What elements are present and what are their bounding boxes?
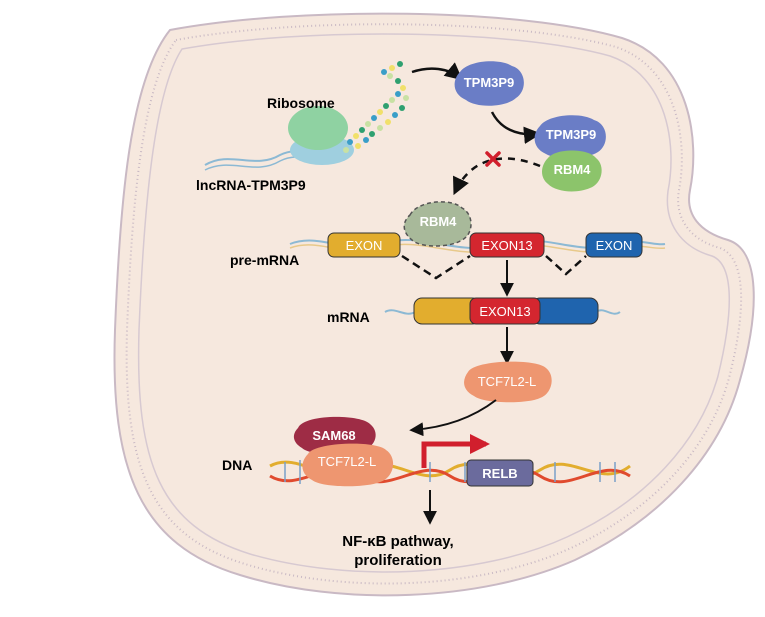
splice-junction-right (545, 255, 587, 276)
inhibition-cross-icon (485, 151, 501, 167)
svg-text:TCF7L2-L: TCF7L2-L (478, 374, 537, 389)
mrna-exon13 (469, 297, 541, 325)
complex-tpm3p9-label: TPM3P9 (546, 127, 597, 142)
tcf7l2-bound: TCF7L2-L (302, 443, 394, 487)
svg-text:RELB: RELB (482, 466, 517, 481)
rbm4-bound: RBM4 (403, 201, 472, 247)
complex-rbm4 (542, 150, 602, 192)
tcf7l2-free: TCF7L2-L (464, 361, 552, 403)
mrna-label: mRNA (327, 309, 370, 325)
outcome-line2: proliferation (354, 552, 442, 569)
lncrna-label: lncRNA-TPM3P9 (196, 177, 306, 193)
svg-text:EXON13: EXON13 (479, 304, 530, 319)
tpm3p9-protein: TPM3P9 (454, 61, 524, 106)
exon-right: EXON (585, 232, 643, 258)
svg-text:EXON: EXON (596, 238, 633, 253)
blocked-arrow (453, 157, 541, 196)
svg-text:TCF7L2-L: TCF7L2-L (318, 454, 377, 469)
tpm3p9-rbm4-complex: TPM3P9 RBM4 (534, 115, 606, 192)
exon-left: EXON (327, 232, 401, 258)
ribosome-large-subunit (288, 106, 348, 150)
transcription-start-arrow (421, 434, 490, 468)
complex-tpm3p9 (534, 115, 606, 159)
translation-arrow (411, 62, 463, 81)
pre-mrna-label: pre-mRNA (230, 252, 299, 268)
exon13-pre: EXON13 (469, 232, 545, 258)
complex-rbm4-label: RBM4 (554, 162, 592, 177)
cell-membrane-line (137, 33, 730, 573)
svg-text:EXON: EXON (346, 238, 383, 253)
tpm3p9-label: TPM3P9 (464, 75, 515, 90)
peptide-chain (343, 61, 409, 153)
svg-text:EXON13: EXON13 (481, 238, 532, 253)
ribosome-label: Ribosome (267, 95, 335, 111)
outcome-line1: NF-κB pathway, (342, 533, 453, 550)
mrna: EXON13 (384, 297, 621, 325)
dna-label: DNA (222, 457, 252, 473)
splice-junction-left (401, 254, 471, 280)
rbm4-bound-label: RBM4 (420, 214, 458, 229)
cell-membrane-inner (125, 23, 743, 585)
binding-arrow (490, 111, 542, 144)
relb-gene: RELB (466, 459, 534, 487)
ribosome (288, 106, 354, 165)
dna-binding-arrow (409, 399, 497, 437)
mrna-exon-blue (531, 297, 599, 325)
svg-text:SAM68: SAM68 (312, 428, 355, 443)
